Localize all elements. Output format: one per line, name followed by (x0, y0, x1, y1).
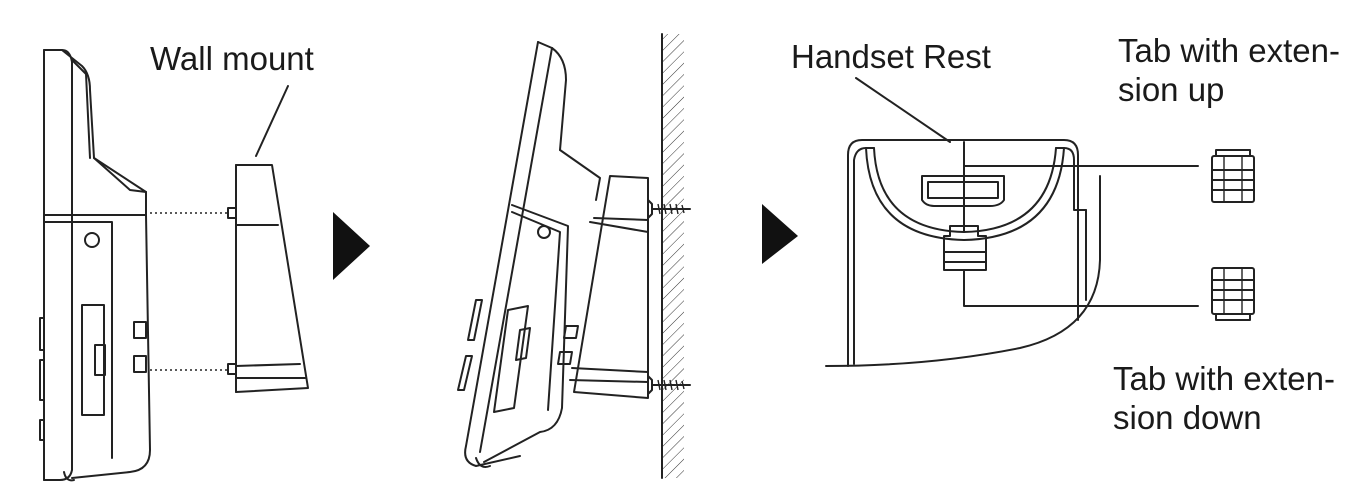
wall-mount-bracket (227, 164, 309, 393)
tab-up-label-line1: Tab with exten- (1118, 32, 1340, 69)
handset-rest-pointer (855, 77, 951, 143)
screw-bottom (647, 375, 691, 395)
tab-up-label-line2: sion up (1118, 71, 1225, 108)
wall-mount-pointer (255, 85, 289, 157)
wall-mount-label: Wall mount (150, 40, 314, 77)
next-step-arrow-1 (333, 212, 370, 280)
tab-down-label-line2: sion down (1113, 399, 1262, 436)
handset-rest-label: Handset Rest (791, 38, 991, 75)
wall-hatched (661, 33, 684, 479)
next-step-arrow-2 (762, 204, 798, 264)
phone-side-view-1 (39, 49, 151, 482)
screw-top (647, 199, 691, 219)
handset-rest-detail (825, 139, 1199, 367)
tab-extension-down (1211, 267, 1255, 321)
tab-extension-up (1211, 149, 1255, 203)
phone-side-view-mounted (457, 41, 649, 468)
tab-down-label-line1: Tab with exten- (1113, 360, 1335, 397)
